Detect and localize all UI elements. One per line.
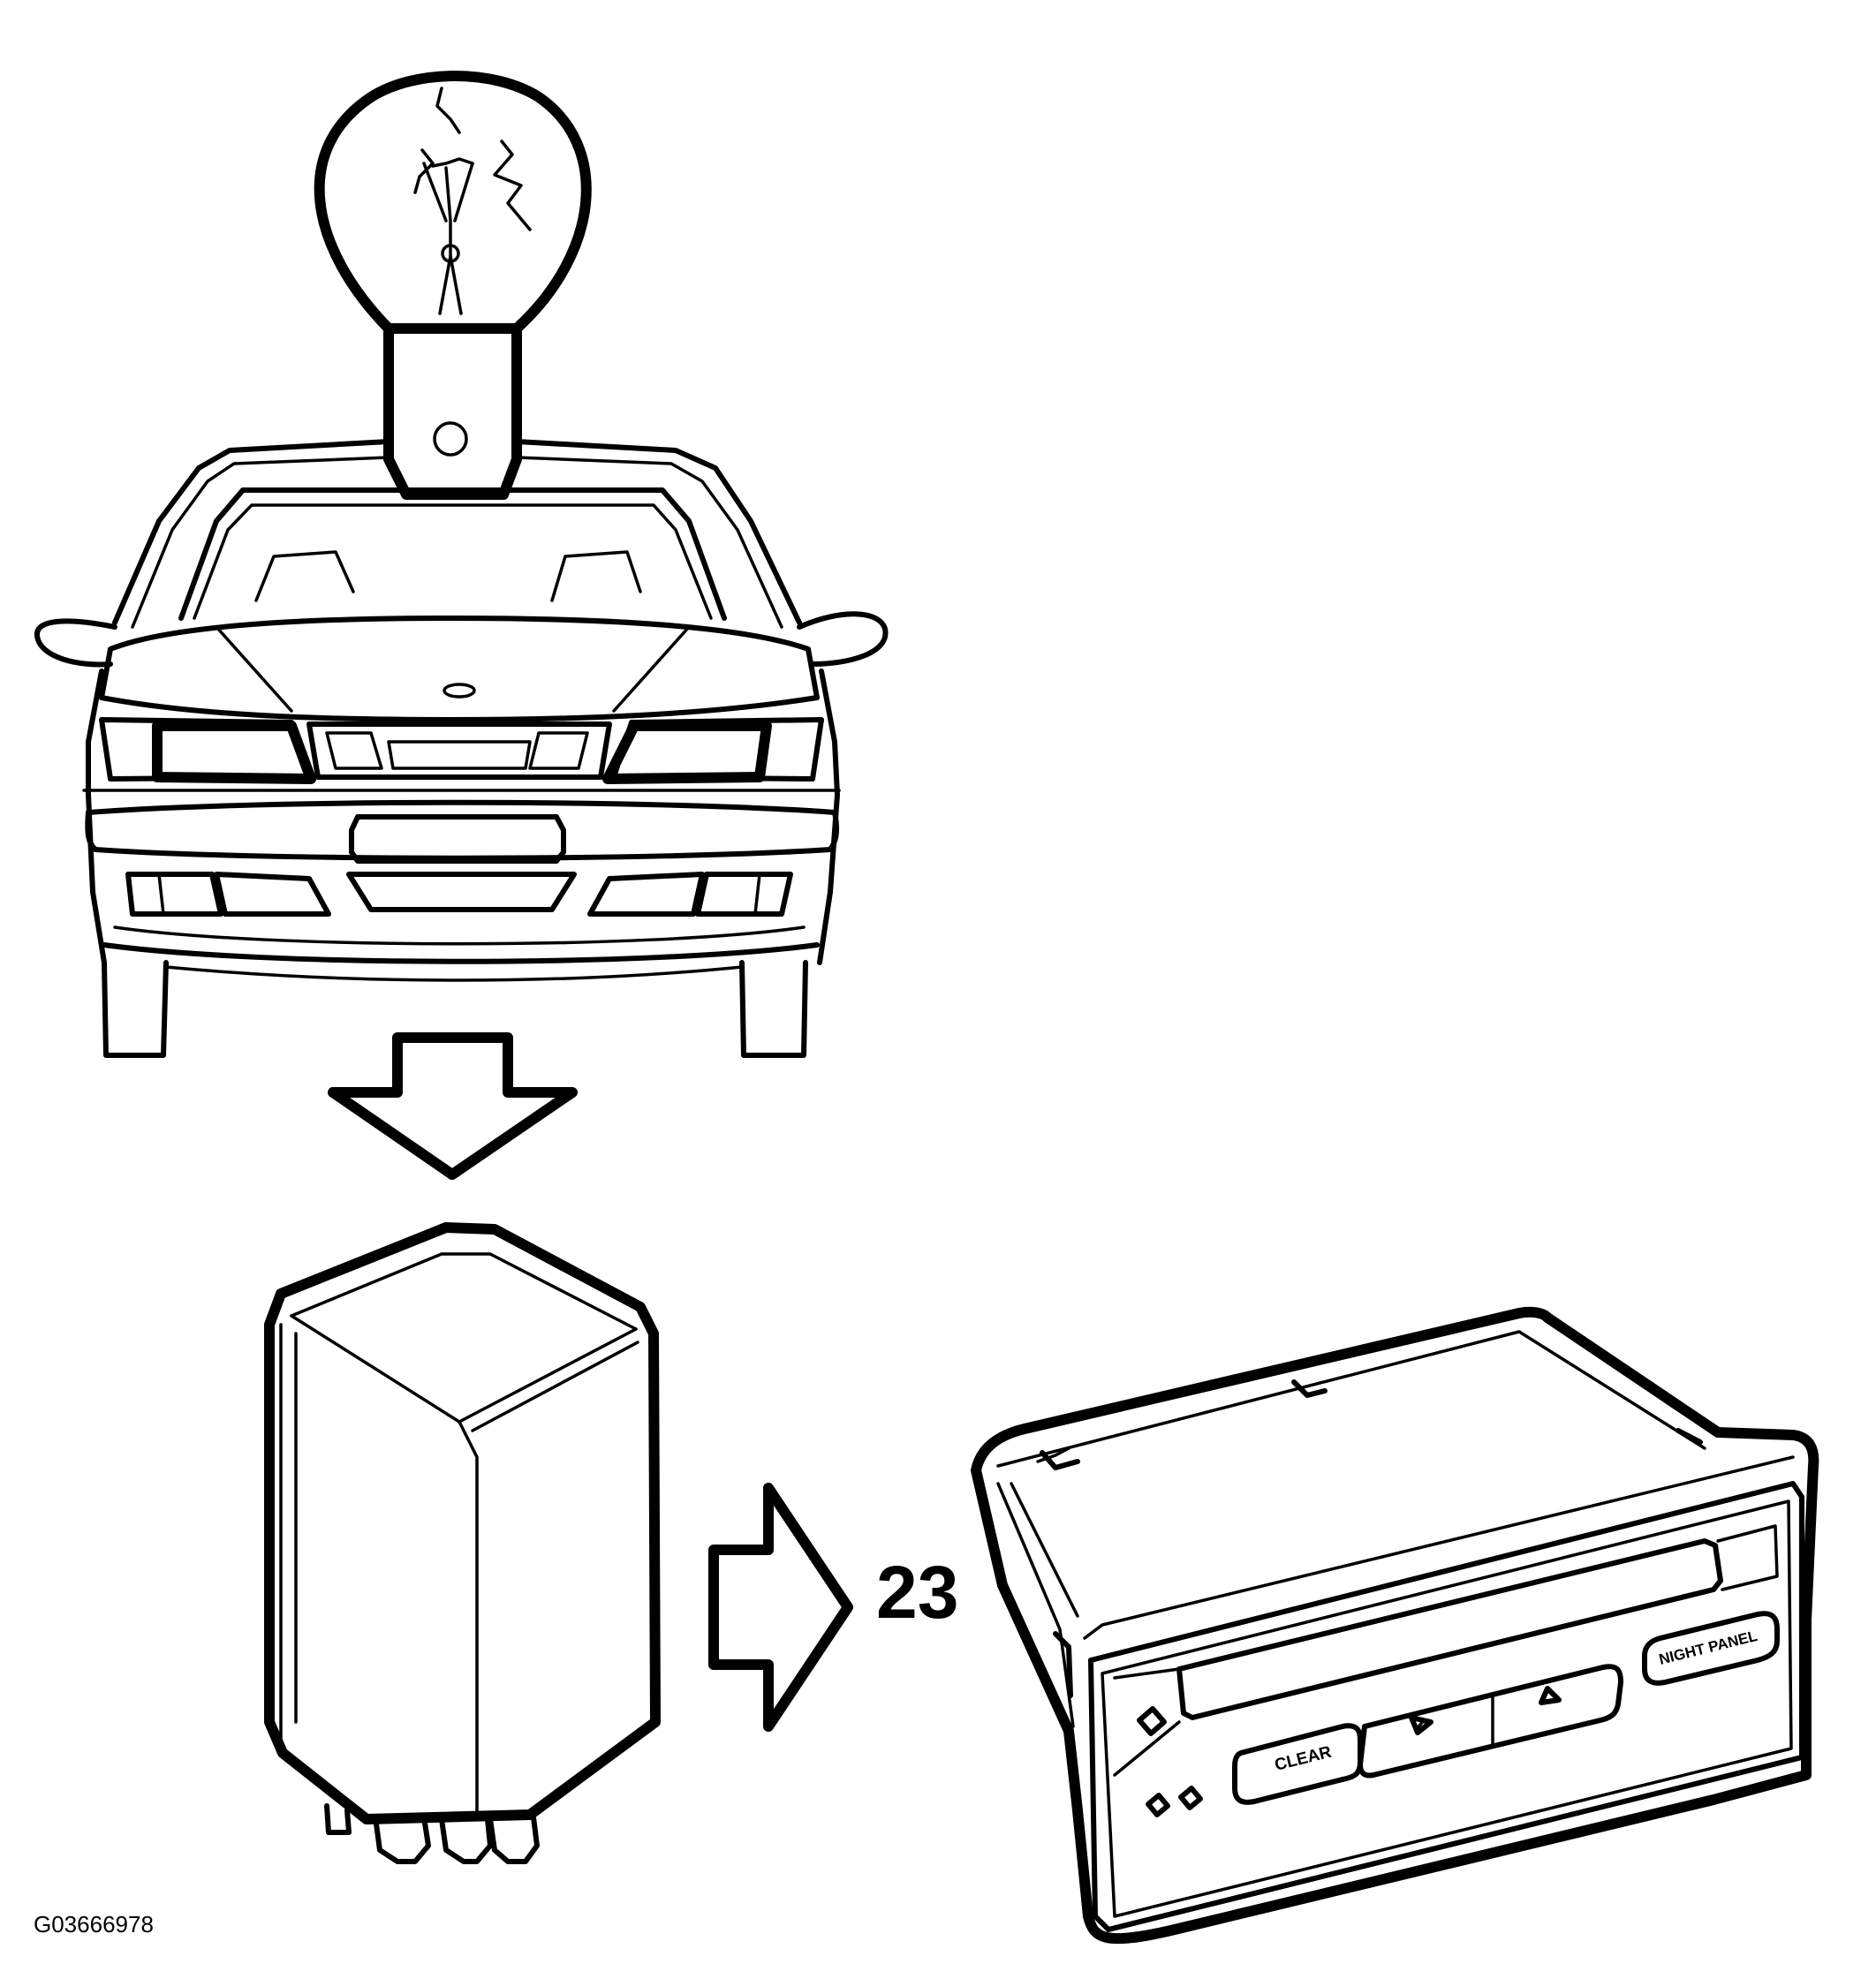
display-unit: CLEAR NIGHT PANEL bbox=[971, 1306, 1819, 1945]
car-front-view bbox=[34, 439, 889, 1058]
figure-code: G03666978 bbox=[34, 1911, 154, 1937]
arrow-down-icon bbox=[328, 1032, 578, 1180]
light-bulb-icon bbox=[314, 71, 592, 500]
relay-component bbox=[264, 1222, 661, 1864]
step-number: 23 bbox=[876, 1551, 958, 1634]
arrow-right-icon bbox=[708, 1483, 853, 1732]
clear-button-label: CLEAR bbox=[1273, 1743, 1334, 1775]
